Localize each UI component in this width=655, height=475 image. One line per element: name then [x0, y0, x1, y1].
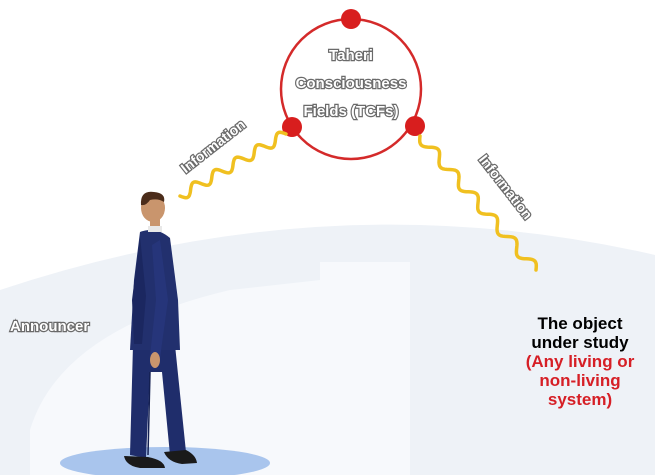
announcer-label: Announcer	[10, 318, 89, 335]
information-label-left: Information	[178, 116, 249, 176]
information-wave-right	[417, 134, 539, 272]
background-pillar	[320, 262, 410, 475]
object-title-line1: The object	[537, 314, 623, 333]
object-subtitle-line1: (Any living or	[525, 352, 635, 371]
tcf-label-line3: Fields (TCFs)	[303, 103, 398, 120]
information-label-right: Information	[476, 152, 536, 223]
tcf-node-left	[282, 117, 302, 137]
object-subtitle-line2: non-living	[539, 371, 621, 390]
tcf-node-top	[341, 9, 361, 29]
object-under-study-label: The object under study (Any living or no…	[505, 314, 655, 409]
object-title-line2: under study	[531, 333, 629, 352]
announcer-man-icon	[124, 191, 197, 468]
tcf-label-line1: Taheri	[329, 47, 373, 64]
information-wave-left	[178, 130, 288, 200]
tcf-node-right	[405, 116, 425, 136]
object-subtitle-line3: system)	[547, 390, 613, 409]
floor-shadow	[60, 447, 270, 475]
tcf-label-line2: Consciousness	[296, 75, 407, 92]
